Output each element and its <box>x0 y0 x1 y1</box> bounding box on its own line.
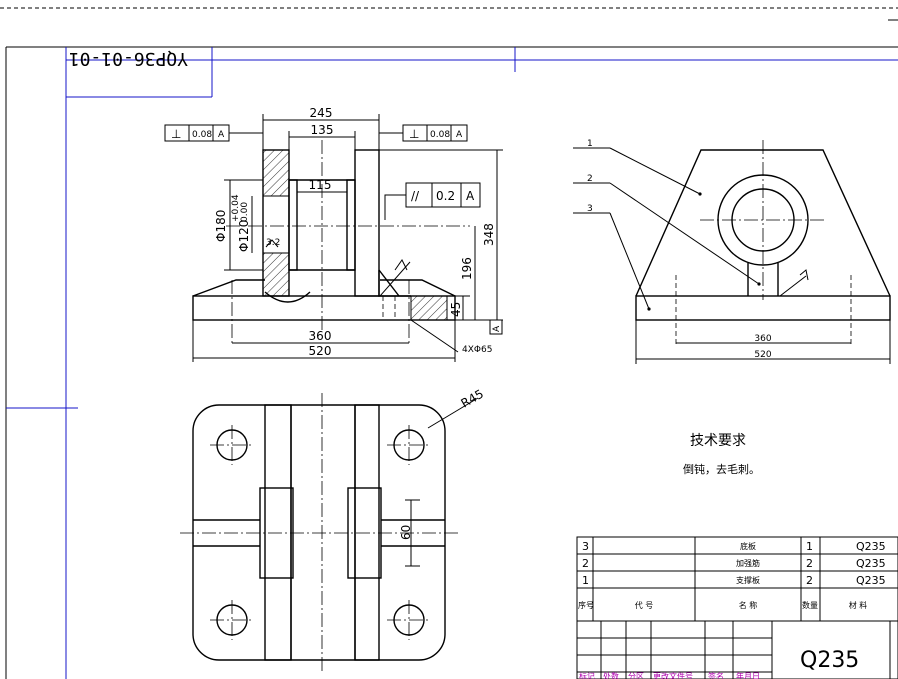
dim-520-side: 520 <box>754 350 771 360</box>
dim-520-front: 520 <box>309 344 332 358</box>
fcf-right-datum: A <box>456 130 463 140</box>
title-block: Q235 标记 处数 分区 更改文件号 签名 年月日 <box>576 620 898 679</box>
bom-row-1-no: 1 <box>582 574 589 587</box>
bom-header-no: 序号 <box>578 600 594 610</box>
notes-line-1: 倒钝，去毛刺。 <box>683 462 760 476</box>
fcf-left-symbol: ⊥ <box>171 127 181 141</box>
bom-row-2-qty: 2 <box>806 557 813 570</box>
dim-r45: R45 <box>459 387 486 411</box>
tb-label-1: 处数 <box>603 671 619 679</box>
fcf-left-value: 0.08 <box>192 130 212 140</box>
dim-348: 348 <box>482 223 496 246</box>
tb-label-2: 分区 <box>628 672 644 679</box>
fcf-left-datum: A <box>218 130 225 140</box>
dim-45: 45 <box>449 302 463 317</box>
tb-label-0: 标记 <box>579 671 595 679</box>
bom-row-3-qty: 1 <box>806 540 813 553</box>
dim-115: 115 <box>309 178 332 192</box>
roughness-left: 3.2 <box>266 238 280 248</box>
title-block-material: Q235 <box>800 648 859 673</box>
fcf-right-value: 0.08 <box>430 130 450 140</box>
balloon-3: 3 <box>587 204 593 214</box>
dim-360-front: 360 <box>309 329 332 343</box>
bom-table: 3 底板 1 Q235 2 加强筋 2 Q235 1 支撑板 2 Q235 序号… <box>576 536 898 622</box>
tb-label-5: 年月日 <box>736 671 760 679</box>
top-view: R45 60 <box>180 387 486 672</box>
bom-row-2-name: 加强筋 <box>736 558 760 568</box>
bom-row-3-no: 3 <box>582 540 589 553</box>
tol-lower: 0.00 <box>240 202 250 222</box>
dim-60: 60 <box>399 525 413 540</box>
dim-196: 196 <box>460 257 474 280</box>
bom-row-3-name: 底板 <box>740 541 756 551</box>
dim-360-side: 360 <box>754 334 771 344</box>
datum-label: A <box>492 325 502 332</box>
dim-245: 245 <box>310 106 333 120</box>
dim-holes: 4XΦ65 <box>462 345 492 355</box>
drawing-number: YQP36-01-01 <box>69 48 188 69</box>
side-view: 1 2 3 360 520 <box>573 139 891 364</box>
bom-row-2-material: Q235 <box>856 557 886 570</box>
bom-row-1-name: 支撑板 <box>736 575 760 585</box>
tb-label-4: 签名 <box>708 671 724 679</box>
bom-row-3-material: Q235 <box>856 540 886 553</box>
tb-label-3: 更改文件号 <box>653 671 693 679</box>
fcf-parallel-datum: A <box>466 189 475 203</box>
notes-title: 技术要求 <box>690 433 746 449</box>
bom-header-qty: 数量 <box>802 600 818 610</box>
balloon-1: 1 <box>587 139 593 149</box>
bom-header-code: 代 号 <box>635 600 654 610</box>
sheet-frame <box>0 7 898 679</box>
fcf-right-symbol: ⊥ <box>409 127 419 141</box>
bom-row-2-no: 2 <box>582 557 589 570</box>
tol-upper: +0.04 <box>231 194 241 222</box>
fcf-parallel-symbol: // <box>411 189 420 203</box>
fcf-parallel-value: 0.2 <box>436 189 455 203</box>
bom-row-1-material: Q235 <box>856 574 886 587</box>
bom-row-1-qty: 2 <box>806 574 813 587</box>
dim-d120: Φ120 <box>237 220 251 252</box>
front-view: 245 135 115 Φ180 Φ120 +0.04 0.00 3.2 348… <box>164 106 503 362</box>
bom-header-material: 材 料 <box>849 600 868 610</box>
dim-135: 135 <box>311 123 334 137</box>
bom-header-name: 名 称 <box>739 600 758 610</box>
balloon-2: 2 <box>587 174 593 184</box>
dim-d180: Φ180 <box>214 210 228 242</box>
